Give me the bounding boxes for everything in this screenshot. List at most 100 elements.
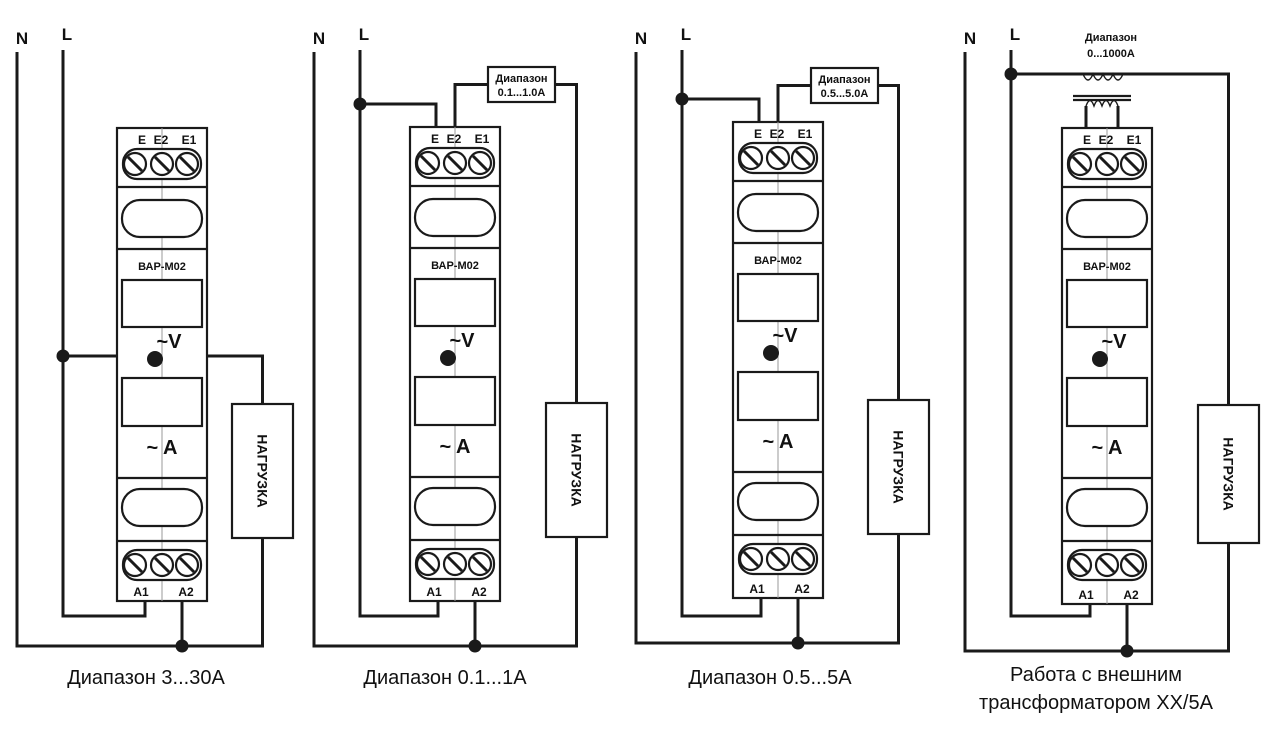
screw-slot: [126, 155, 144, 173]
indicator-led: [763, 345, 779, 361]
scheme-caption: Работа с внешним: [1010, 664, 1182, 686]
load-box: [866, 398, 931, 536]
terminal-label-e: E: [138, 133, 146, 147]
line-label: L: [62, 25, 72, 44]
load-label: НАГРУЗКА: [891, 430, 907, 503]
neutral-wire: [15, 52, 264, 648]
range-load-wire: [555, 83, 578, 403]
voltage-symbol: ~V: [449, 330, 475, 352]
neutral-label: N: [16, 29, 28, 48]
voltage-display: [120, 278, 204, 329]
terminal-label-e2: E2: [770, 127, 785, 141]
terminal-label-a2: A2: [794, 582, 810, 596]
din-clip-bottom: [120, 487, 204, 528]
model-label: ВАР-М02: [754, 255, 802, 267]
screw-slot: [471, 555, 489, 573]
load-label: НАГРУЗКА: [1221, 437, 1237, 510]
voltage-symbol: ~V: [772, 325, 798, 347]
model-label: ВАР-М02: [1083, 261, 1131, 273]
din-clip-top: [1065, 198, 1149, 239]
ct-secondary-coil-icon: [1085, 99, 1119, 109]
voltage-symbol: ~V: [1101, 331, 1127, 353]
model-label: ВАР-М02: [431, 260, 479, 272]
range-box-value: 0.5...5.0А: [821, 88, 869, 100]
range-box-title: Диапазон: [818, 74, 870, 86]
voltage-symbol: ~V: [156, 331, 182, 353]
indicator-led: [1092, 351, 1108, 367]
screw-slot: [446, 555, 464, 573]
line-wire: [358, 50, 440, 618]
neutral-label: N: [964, 29, 976, 48]
terminal-label-e1: E1: [475, 132, 490, 146]
terminal-label-a2: A2: [178, 585, 194, 599]
screw-slot: [178, 556, 196, 574]
load-box: [544, 401, 609, 539]
neutral-wire: [312, 52, 578, 648]
din-clip-top: [736, 192, 820, 233]
screw-slot: [419, 154, 437, 172]
screw-slot: [446, 154, 464, 172]
junction-dot: [791, 636, 805, 650]
screw-slot: [769, 149, 787, 167]
din-clip-bottom: [1065, 487, 1149, 528]
current-display: [413, 375, 497, 427]
terminal-label-e: E: [431, 132, 439, 146]
neutral-label: N: [635, 29, 647, 48]
ct-range-title: Диапазон: [1085, 32, 1137, 44]
voltage-display: [736, 272, 820, 323]
neutral-wire: [634, 52, 900, 645]
junction-dot: [468, 639, 482, 653]
load-label: НАГРУЗКА: [569, 433, 585, 506]
e-wire: [682, 97, 761, 122]
current-display: [736, 370, 820, 422]
screw-slot: [153, 155, 171, 173]
neutral-label: N: [313, 29, 325, 48]
terminal-label-a2: A2: [1123, 588, 1139, 602]
voltage-display: [413, 277, 497, 328]
din-clip-bottom: [413, 486, 497, 527]
din-clip-top: [120, 198, 204, 239]
terminal-label-e: E: [754, 127, 762, 141]
line-wire: [680, 50, 763, 618]
terminal-label-a1: A1: [1078, 588, 1094, 602]
scheme-caption: трансформатором ХХ/5А: [979, 692, 1214, 714]
neutral-wire: [963, 52, 1230, 653]
line-wire: [1009, 50, 1092, 618]
screw-slot: [769, 550, 787, 568]
current-symbol: ~ A: [1092, 437, 1123, 459]
screw-slot: [1071, 556, 1089, 574]
terminal-label-a1: A1: [749, 582, 765, 596]
screw-slot: [742, 149, 760, 167]
e2-wire: [453, 83, 488, 127]
junction-dot: [1120, 644, 1134, 658]
range-box: [486, 65, 557, 104]
terminal-label-e1: E1: [798, 127, 813, 141]
terminal-label-a1: A1: [133, 585, 149, 599]
screw-slot: [1098, 556, 1116, 574]
din-clip-bottom: [736, 481, 820, 522]
line-label: L: [1010, 25, 1020, 44]
range-box-value: 0.1...1.0А: [498, 87, 546, 99]
current-symbol: ~ A: [763, 431, 794, 453]
screw-slot: [471, 154, 489, 172]
junction-dot: [56, 349, 70, 363]
ct-label-bg: [1075, 28, 1127, 62]
line-label: L: [359, 25, 369, 44]
screw-slot: [1071, 155, 1089, 173]
screw-slot: [126, 556, 144, 574]
indicator-led: [440, 350, 456, 366]
load-wire: [207, 354, 264, 404]
e2-wire: [776, 84, 811, 122]
scheme-caption: Диапазон 0.1...1А: [363, 667, 527, 689]
current-symbol: ~ A: [147, 437, 178, 459]
terminal-label-e2: E2: [154, 133, 169, 147]
load-box: [230, 402, 295, 540]
terminal-label-e1: E1: [1127, 133, 1142, 147]
